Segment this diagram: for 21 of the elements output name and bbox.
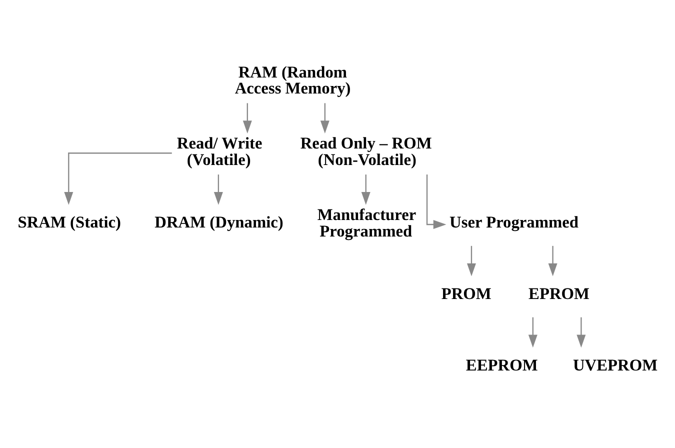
- node-text: RAM (Random Access Memory): [234, 62, 351, 98]
- node-text: EPROM: [528, 284, 590, 303]
- node-text: UVEPROM: [572, 354, 658, 374]
- node-text: User Programmed: [450, 212, 579, 232]
- arrow: [426, 174, 446, 228]
- node-text: PROM: [441, 284, 492, 303]
- arrow: [320, 102, 330, 133]
- node-text: EEPROM: [466, 354, 538, 374]
- arrow: [528, 316, 538, 348]
- arrow: [466, 245, 476, 276]
- arrow: [214, 174, 223, 204]
- node-text: Manufacturer Programmed: [317, 204, 416, 240]
- arrow: [548, 245, 558, 276]
- node-text: DRAM (Dynamic): [154, 212, 284, 232]
- arrow: [64, 152, 172, 204]
- arrow: [361, 174, 370, 204]
- arrow: [576, 316, 586, 348]
- node-text: Read Only – ROM (Non-Volatile): [300, 133, 432, 169]
- node-text: SRAM (Static): [18, 212, 121, 232]
- arrow: [242, 102, 252, 133]
- node-text: Read/ Write (Volatile): [176, 133, 262, 169]
